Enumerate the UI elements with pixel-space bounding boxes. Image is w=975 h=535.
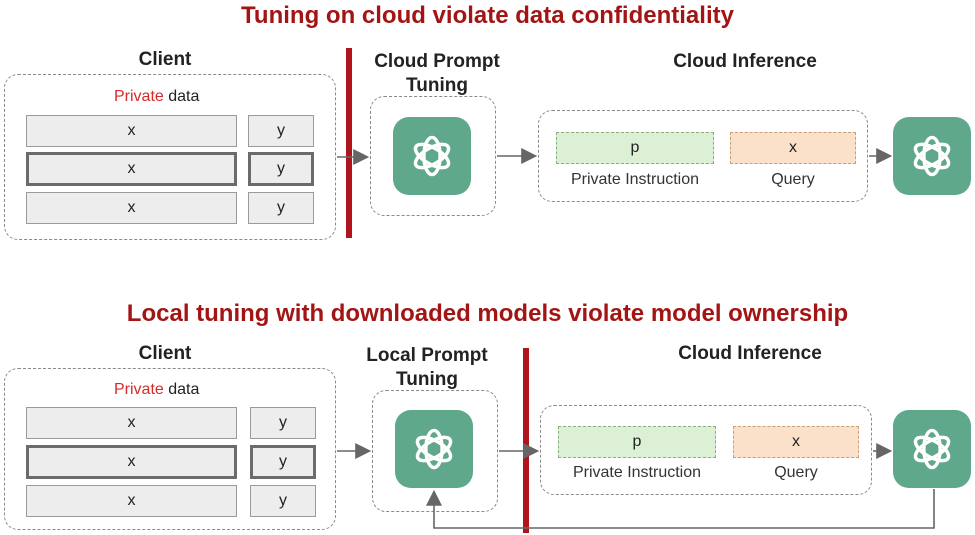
data-word: data [163, 88, 200, 105]
bottom-row-1-y: y [250, 407, 316, 439]
top-private-data-label: Private data [114, 88, 199, 106]
openai-logo-icon [893, 117, 971, 195]
bottom-row-1-x: x [26, 407, 237, 439]
openai-logo-icon [893, 410, 971, 488]
top-title: Tuning on cloud violate data confidentia… [241, 2, 734, 29]
data-word: data [163, 381, 200, 398]
top-prompt-caption: Private Instruction [570, 171, 700, 188]
bottom-title: Local tuning with downloaded models viol… [126, 300, 849, 327]
bottom-row-2-y: y [250, 445, 316, 479]
bottom-query-box: x [733, 426, 859, 458]
bottom-trust-boundary [523, 348, 529, 533]
bottom-private-data-label: Private data [114, 381, 199, 399]
openai-logo-icon [395, 410, 473, 488]
bottom-row-2-x: x [26, 445, 237, 479]
private-word: Private [114, 381, 164, 398]
bottom-prompt-caption: Private Instruction [572, 464, 702, 481]
bottom-row-3-x: x [26, 485, 237, 517]
bottom-inference-heading: Cloud Inference [678, 343, 822, 364]
top-row-3-y: y [248, 192, 314, 224]
top-row-2-x: x [26, 152, 237, 186]
openai-logo-icon [393, 117, 471, 195]
top-row-1-y: y [248, 115, 314, 147]
top-tuning-heading: Cloud Prompt Tuning [374, 51, 500, 96]
top-trust-boundary [346, 48, 352, 238]
top-query-box: x [730, 132, 856, 164]
top-prompt-box: p [556, 132, 714, 164]
top-row-1-x: x [26, 115, 237, 147]
top-inference-heading: Cloud Inference [673, 51, 817, 72]
bottom-query-caption: Query [774, 464, 818, 481]
bottom-feedback-arrow [426, 489, 935, 529]
bottom-prompt-box: p [558, 426, 716, 458]
private-word: Private [114, 88, 164, 105]
bottom-tuning-heading: Local Prompt Tuning [366, 345, 488, 390]
top-row-2-y: y [248, 152, 314, 186]
bottom-client-heading: Client [138, 343, 192, 364]
top-client-heading: Client [138, 49, 192, 70]
top-row-3-x: x [26, 192, 237, 224]
top-query-caption: Query [771, 171, 815, 188]
bottom-row-3-y: y [250, 485, 316, 517]
